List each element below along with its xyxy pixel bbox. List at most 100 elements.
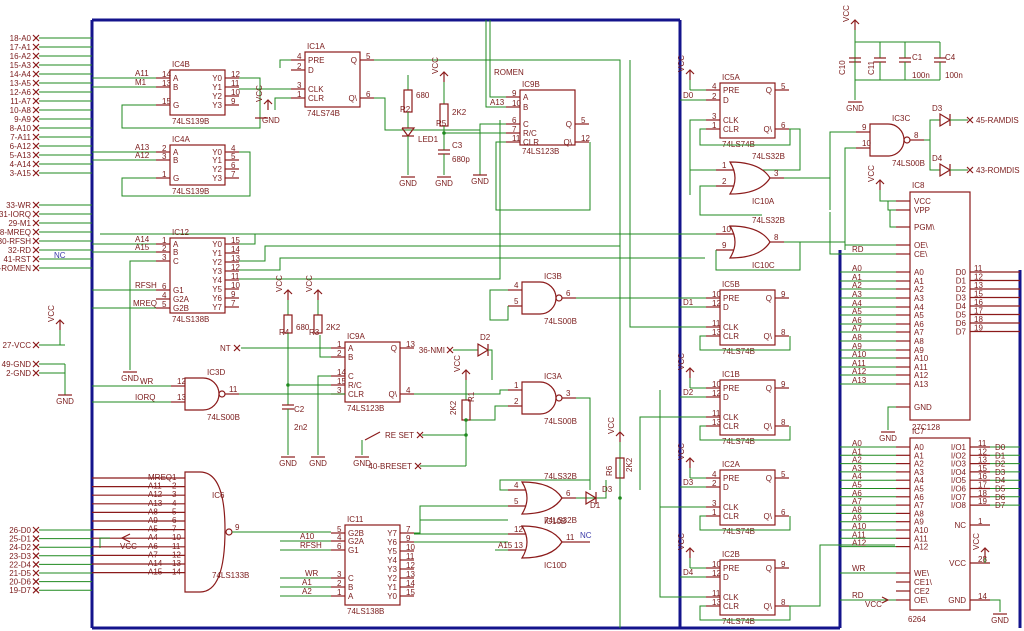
label: A13 bbox=[135, 143, 150, 152]
pin-number: 7 bbox=[406, 525, 411, 534]
label: A11 bbox=[852, 530, 866, 539]
wire bbox=[699, 128, 791, 146]
pin-number: 12 bbox=[581, 134, 590, 143]
label: RFSH bbox=[135, 281, 157, 290]
pin-number: 9 bbox=[512, 89, 517, 98]
label: WR bbox=[140, 377, 154, 386]
pin-label: CLK bbox=[723, 323, 739, 332]
pin-label: Y1 bbox=[212, 249, 222, 258]
wire bbox=[699, 515, 791, 531]
pin-cross bbox=[32, 369, 40, 377]
pin-number: 4 bbox=[712, 82, 717, 91]
wire bbox=[659, 507, 706, 598]
pin-number: 10 bbox=[712, 290, 721, 299]
pin-label: G2B bbox=[173, 304, 189, 313]
ic-name: IC4B bbox=[172, 60, 190, 69]
pin-number: 15 bbox=[231, 236, 240, 245]
vcc-label: VCC bbox=[275, 275, 284, 292]
ic-ic7-body bbox=[909, 437, 971, 611]
pin-label: Y6 bbox=[212, 294, 222, 303]
pin-number: 8 bbox=[914, 131, 919, 140]
label: NC bbox=[580, 531, 592, 540]
pin-number: 6 bbox=[781, 508, 786, 517]
pin-label: D4 bbox=[956, 302, 967, 311]
label: 13 bbox=[978, 456, 987, 465]
pin-cross bbox=[32, 219, 40, 227]
pin-cross bbox=[32, 160, 40, 168]
label: A6 bbox=[852, 316, 862, 325]
label: 680 bbox=[296, 323, 310, 332]
pin-label: G bbox=[173, 101, 179, 110]
pin-number: 4 bbox=[297, 52, 302, 61]
label: D0 bbox=[683, 91, 694, 100]
pin-number: 10 bbox=[712, 380, 721, 389]
label: LED1 bbox=[418, 135, 439, 144]
edge-pin-label: 15-A3 bbox=[10, 61, 32, 70]
pin-number: 14 bbox=[162, 70, 171, 79]
pin-number: 8 bbox=[781, 598, 786, 607]
wire bbox=[485, 20, 506, 108]
label: C2 bbox=[294, 405, 305, 414]
pin-number: 2 bbox=[337, 349, 342, 358]
pin-number: 3 bbox=[712, 499, 717, 508]
label: 11 bbox=[974, 264, 983, 273]
label: A9 bbox=[148, 516, 158, 525]
pin-label: PRE bbox=[308, 56, 324, 65]
pin-label: D5 bbox=[956, 311, 967, 320]
label: A0 bbox=[914, 443, 924, 452]
pin-cross bbox=[32, 569, 40, 577]
junction-dot bbox=[442, 131, 446, 135]
edge-pin-label: 10-A8 bbox=[10, 106, 32, 115]
pin-label: I/O1 bbox=[951, 443, 967, 452]
label: 18 bbox=[978, 489, 987, 498]
label: A5 bbox=[914, 485, 924, 494]
label: 2K2 bbox=[449, 400, 458, 415]
edge-pin-label: 16-A2 bbox=[10, 52, 32, 61]
pin-number: 2 bbox=[712, 92, 717, 101]
label: A12 bbox=[135, 151, 150, 160]
label: WR bbox=[852, 564, 866, 573]
pin-number: 12 bbox=[406, 561, 415, 570]
label: C10 bbox=[838, 60, 847, 75]
inverter-bubble bbox=[555, 394, 563, 402]
label: IC7 bbox=[912, 427, 925, 436]
vcc-arrow-icon bbox=[439, 71, 449, 77]
label: GND bbox=[262, 116, 280, 125]
pin-label: Y7 bbox=[387, 529, 397, 538]
pin-label: Y2 bbox=[387, 574, 397, 583]
or-gate-icon bbox=[728, 161, 771, 195]
pin-label: PRE bbox=[723, 86, 739, 95]
pin-number: 3 bbox=[774, 169, 779, 178]
pin-number: 2 bbox=[162, 244, 167, 253]
gnd-label: GND bbox=[399, 179, 417, 188]
edge-pin-label: 31-IORQ bbox=[0, 210, 31, 219]
label: 13 bbox=[172, 559, 181, 568]
edge-pin-label: 20-D6 bbox=[9, 578, 31, 587]
label: R3 bbox=[309, 328, 320, 337]
edge-pin-label: 32-RD bbox=[8, 246, 31, 255]
vcc-arrow-icon bbox=[313, 289, 323, 295]
gnd-label: GND bbox=[471, 177, 489, 186]
label: 17 bbox=[974, 307, 983, 316]
pin-number: 2 bbox=[712, 479, 717, 488]
pin-number: 12 bbox=[712, 389, 721, 398]
vcc-label: VCC bbox=[607, 417, 616, 434]
pin-number: 3 bbox=[337, 570, 342, 579]
label: RFSH bbox=[300, 541, 322, 550]
label: A4 bbox=[148, 533, 158, 542]
gnd-label: GND bbox=[879, 434, 897, 443]
pin-cross bbox=[32, 169, 40, 177]
label: A2 bbox=[852, 456, 862, 465]
wire bbox=[829, 131, 856, 210]
pin-number: 7 bbox=[512, 125, 517, 134]
pin-label: Y0 bbox=[212, 74, 222, 83]
pin-label: A bbox=[173, 148, 179, 157]
label: IC6 bbox=[212, 491, 225, 500]
pin-cross bbox=[32, 341, 40, 349]
pin-number: 1 bbox=[337, 340, 342, 349]
pin-number: 10 bbox=[722, 225, 731, 234]
label: OE\ bbox=[914, 241, 929, 250]
